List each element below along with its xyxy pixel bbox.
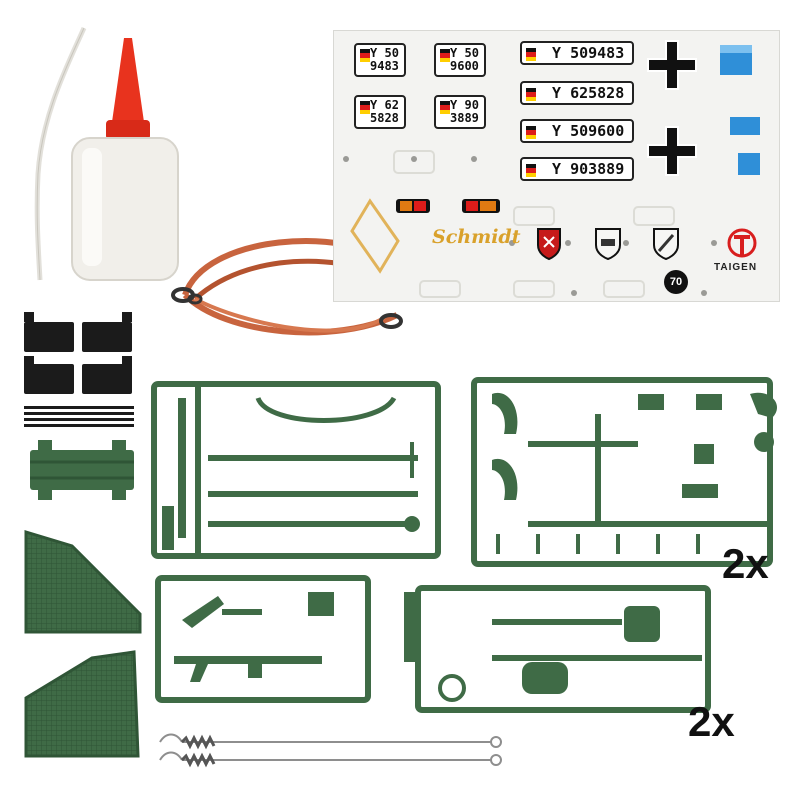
balkenkreuz-icon bbox=[647, 40, 697, 90]
german-flag-icon bbox=[440, 49, 450, 62]
brand-name: TAIGEN bbox=[714, 262, 758, 273]
german-flag-icon bbox=[526, 164, 536, 177]
track-links-black bbox=[24, 312, 134, 427]
square-plate: Y 50 9600 bbox=[434, 43, 486, 77]
cable-eye-icon bbox=[379, 313, 403, 329]
mesh-side-plate-top bbox=[24, 529, 142, 634]
sprue-brackets bbox=[471, 377, 777, 567]
schmidt-decal: Schmidt bbox=[432, 226, 521, 248]
blue-decal bbox=[730, 117, 760, 135]
diamond-decal-icon bbox=[350, 198, 400, 274]
quantity-multiplier: 2x bbox=[722, 540, 769, 587]
cable-eye-icon bbox=[187, 293, 203, 305]
long-plate: Y 903889 bbox=[520, 157, 634, 181]
oil-bottle bbox=[34, 26, 179, 281]
long-plate: Y 625828 bbox=[520, 81, 634, 105]
square-plate: Y 50 9483 bbox=[354, 43, 406, 77]
square-plate: Y 62 5828 bbox=[354, 95, 406, 129]
long-plate: Y 509600 bbox=[520, 119, 634, 143]
taigen-logo-icon bbox=[727, 228, 757, 258]
number-badge: 70 bbox=[664, 270, 688, 294]
square-plate: Y 90 3889 bbox=[434, 95, 486, 129]
tail-light-icon bbox=[396, 199, 430, 213]
mesh-side-plate-bottom bbox=[24, 650, 140, 758]
german-flag-icon bbox=[526, 48, 536, 61]
german-flag-icon bbox=[360, 101, 370, 114]
german-flag-icon bbox=[440, 101, 450, 114]
track-links-green bbox=[30, 440, 134, 500]
sprue-machine-gun bbox=[155, 575, 371, 703]
bottle-cap-icon bbox=[112, 38, 144, 122]
tail-light-icon bbox=[462, 199, 500, 213]
decal-sheet: Y 50 9483 Y 50 9600 Y 62 5828 Y 90 3889 … bbox=[333, 30, 780, 302]
decal-graphics bbox=[343, 40, 760, 298]
long-plate: Y 509483 bbox=[520, 41, 634, 65]
german-flag-icon bbox=[526, 126, 536, 139]
blue-decal bbox=[738, 153, 760, 175]
unit-emblem-icon bbox=[595, 228, 621, 261]
springs bbox=[159, 733, 502, 768]
coat-of-arms-icon bbox=[537, 228, 561, 261]
balkenkreuz-icon bbox=[647, 126, 697, 176]
german-flag-icon bbox=[526, 88, 536, 101]
quantity-multiplier: 2x bbox=[688, 698, 735, 745]
sprue-shovel bbox=[404, 585, 711, 713]
german-flag-icon bbox=[360, 49, 370, 62]
sprue-tools bbox=[151, 381, 441, 559]
unit-emblem-icon bbox=[653, 228, 679, 261]
